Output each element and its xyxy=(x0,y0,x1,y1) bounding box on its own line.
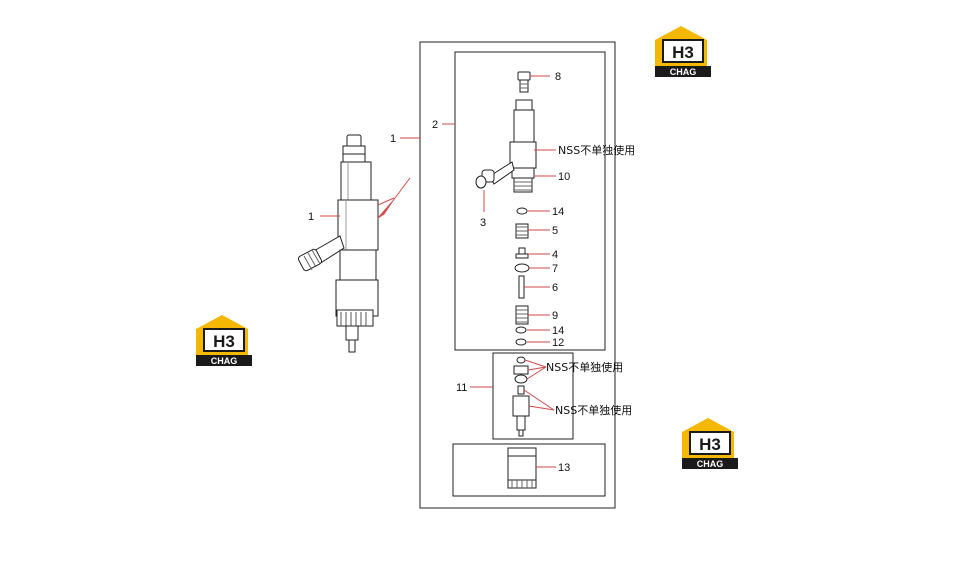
callout-washer-14-top: 14 xyxy=(552,206,564,218)
brand-logo-top-right: H3 CHAG xyxy=(655,26,711,77)
callout-assembly-frame: 1 xyxy=(390,133,396,145)
logo-mark: H3 xyxy=(699,435,721,454)
callout-part-10: 10 xyxy=(558,171,570,183)
callout-washer-12: 12 xyxy=(552,337,564,349)
callout-labels: 1 1 2 8 10 3 14 5 4 7 6 9 14 12 11 13 xyxy=(308,71,570,474)
injector-assembly-illustration xyxy=(297,134,411,353)
exploded-parts-illustration xyxy=(475,71,537,489)
note-nss-body: NSS不单独使用 xyxy=(558,144,635,157)
note-nss-nozzle-bottom: NSS不单独使用 xyxy=(555,404,632,417)
callout-spring-9: 9 xyxy=(552,310,558,322)
callout-assembly-left: 1 xyxy=(308,211,314,223)
callout-part-4: 4 xyxy=(552,249,558,261)
callout-nut-13: 13 xyxy=(558,462,570,474)
nut-subgroup-frame xyxy=(452,443,606,497)
nozzle-subgroup-frame xyxy=(492,352,574,440)
logo-mark: H3 xyxy=(672,43,694,62)
logo-sub: CHAG xyxy=(697,459,724,469)
callout-o-ring-3: 3 xyxy=(480,217,486,229)
callout-spring-5: 5 xyxy=(552,225,558,237)
brand-logo-left: H3 CHAG xyxy=(196,315,252,366)
assembly-frame xyxy=(419,41,616,509)
callout-rod-6: 6 xyxy=(552,282,558,294)
body-subgroup-frame xyxy=(454,51,606,351)
callout-part-7: 7 xyxy=(552,263,558,275)
logo-mark: H3 xyxy=(213,332,235,351)
callout-washer-14-bottom: 14 xyxy=(552,325,564,337)
logo-sub: CHAG xyxy=(670,67,697,77)
callout-nozzle-group-11: 11 xyxy=(456,382,467,394)
callout-bolt-8: 8 xyxy=(555,71,561,83)
brand-logo-bottom-right: H3 CHAG xyxy=(682,418,738,469)
nss-notes: NSS不单独使用 NSS不单独使用 NSS不单独使用 xyxy=(546,144,635,417)
leader-lines xyxy=(320,75,556,468)
logo-sub: CHAG xyxy=(211,356,238,366)
callout-injector-body: 2 xyxy=(432,119,438,131)
note-nss-nozzle-top: NSS不单独使用 xyxy=(546,361,623,374)
